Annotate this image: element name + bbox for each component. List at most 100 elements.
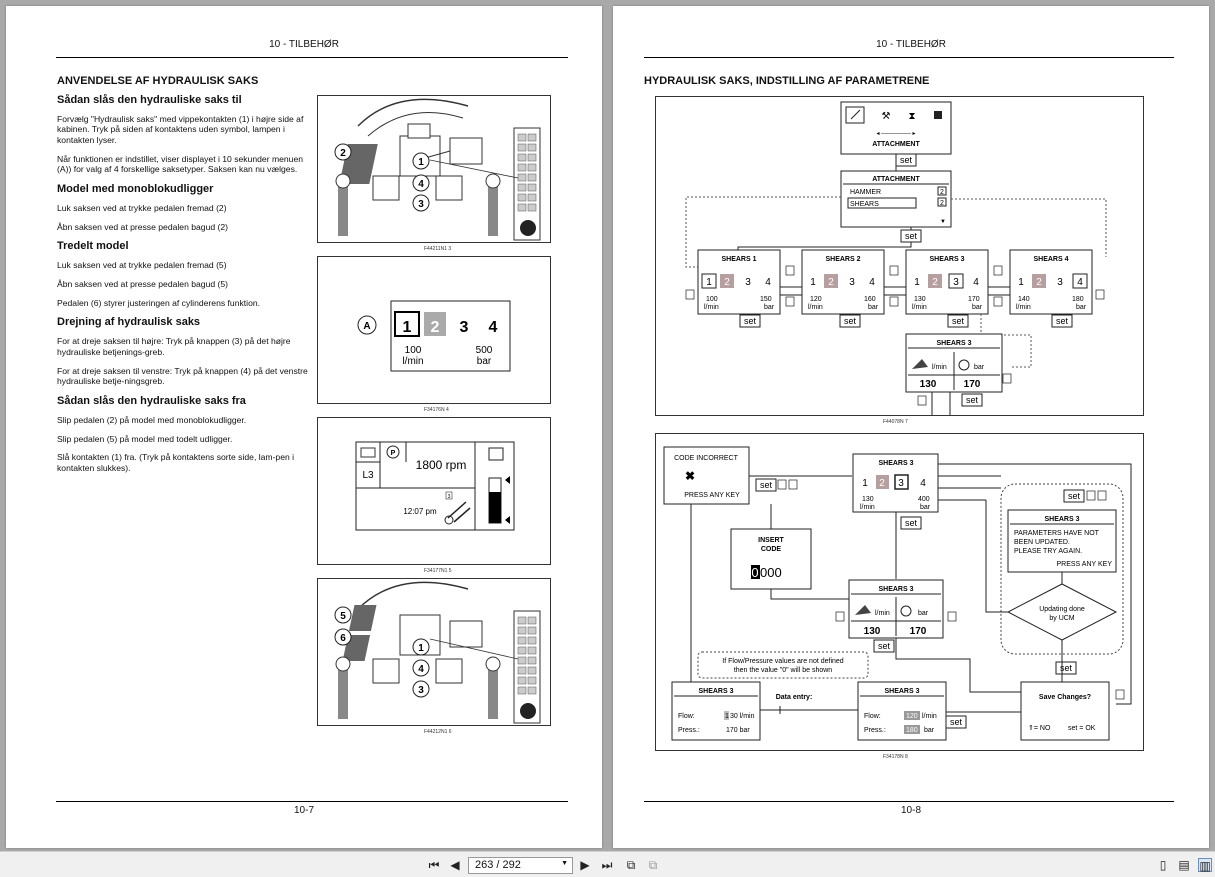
svg-text:100: 100 bbox=[706, 296, 718, 303]
svg-text:PLEASE TRY AGAIN.: PLEASE TRY AGAIN. bbox=[1014, 548, 1082, 555]
set-label: set bbox=[952, 316, 965, 326]
menu-item-hammer: HAMMER bbox=[850, 189, 881, 196]
paragraph: Åbn saksen ved at presse pedalen bagud (… bbox=[57, 278, 229, 289]
copy-icon[interactable]: ⧉ bbox=[648, 858, 658, 872]
svg-text:SHEARS 4: SHEARS 4 bbox=[1033, 256, 1068, 263]
rotate-icon[interactable]: ⧉ bbox=[626, 858, 636, 872]
svg-text:1: 1 bbox=[725, 713, 729, 720]
next-page-icon[interactable]: ▶ bbox=[580, 858, 590, 872]
shears-num-3: 3 bbox=[460, 319, 469, 336]
svg-text:170: 170 bbox=[968, 296, 980, 303]
svg-text:3: 3 bbox=[1057, 277, 1063, 288]
svg-text:400: 400 bbox=[918, 496, 930, 503]
header-rule bbox=[644, 57, 1174, 58]
svg-text:⧗: ⧗ bbox=[908, 111, 915, 122]
svg-text:1: 1 bbox=[1018, 277, 1024, 288]
figure-cab-controls-3piece: 5 6 1 4 3 bbox=[317, 578, 551, 726]
svg-text:l/min: l/min bbox=[912, 304, 927, 311]
set-label: set bbox=[1060, 663, 1073, 673]
page-indicator: 263 / 292 bbox=[475, 859, 521, 871]
svg-text:4: 4 bbox=[920, 478, 926, 489]
svg-text:PRESS ANY KEY: PRESS ANY KEY bbox=[1056, 561, 1112, 568]
svg-text:170 bar: 170 bar bbox=[726, 727, 750, 734]
prev-page-icon[interactable]: ◀ bbox=[450, 858, 460, 872]
svg-text:160: 160 bbox=[864, 296, 876, 303]
clock-time: 12:07 pm bbox=[403, 507, 437, 516]
svg-text:SHEARS 3: SHEARS 3 bbox=[698, 688, 733, 695]
figure-cab-controls: 1 2 3 4 bbox=[317, 95, 551, 243]
svg-text:SHEARS 3: SHEARS 3 bbox=[936, 340, 971, 347]
svg-text:bar: bar bbox=[918, 610, 929, 617]
paragraph: Slip pedalen (2) på model med monoblokud… bbox=[57, 414, 247, 425]
svg-text:set = OK: set = OK bbox=[1068, 725, 1096, 732]
shears-4-box: SHEARS 4 1 2 3 4 140 l/min 180 bar bbox=[1009, 249, 1093, 315]
chevron-down-icon[interactable]: ▼ bbox=[561, 860, 568, 867]
svg-text:150: 150 bbox=[760, 296, 772, 303]
set-label: set bbox=[1068, 491, 1081, 501]
svg-text:30 l/min: 30 l/min bbox=[730, 713, 755, 720]
svg-text:180: 180 bbox=[1072, 296, 1084, 303]
shears-3-box: SHEARS 3 1 2 3 4 130 l/min 170 bar bbox=[905, 249, 989, 315]
svg-text:SHEARS 1: SHEARS 1 bbox=[721, 256, 756, 263]
shears-num-2: 2 bbox=[431, 319, 440, 336]
section-heading: Tredelt model bbox=[57, 240, 129, 253]
figure-caption: F44212N1 6 bbox=[424, 729, 452, 735]
set-label: set bbox=[900, 155, 913, 165]
first-page-icon[interactable]: ⏮ bbox=[428, 858, 440, 872]
section-heading: Sådan slås den hydrauliske saks fra bbox=[57, 395, 246, 408]
svg-text:2: 2 bbox=[828, 277, 834, 288]
svg-text:l/min: l/min bbox=[704, 304, 719, 311]
paragraph: Slå kontakten (1) fra. (Tryk på kontakte… bbox=[57, 452, 295, 473]
paragraph: Slip pedalen (5) på model med todelt udl… bbox=[57, 433, 233, 444]
svg-text:3: 3 bbox=[953, 277, 959, 288]
paragraph: Pedalen (6) styrer justeringen af cylind… bbox=[57, 297, 261, 308]
svg-text:l/min: l/min bbox=[932, 364, 947, 371]
svg-text:l/min: l/min bbox=[875, 610, 890, 617]
svg-text:3: 3 bbox=[898, 478, 904, 489]
svg-text:130: 130 bbox=[864, 626, 881, 637]
shears-3-detail: SHEARS 3 l/min bar 130 170 bbox=[905, 333, 1003, 393]
press-any-key: PRESS ANY KEY bbox=[684, 492, 740, 499]
shears-num-4: 4 bbox=[489, 319, 498, 336]
single-page-view-icon[interactable]: ▯ bbox=[1159, 858, 1167, 872]
svg-text:l/min: l/min bbox=[922, 713, 937, 720]
callout-a: A bbox=[363, 321, 370, 332]
set-label: set bbox=[905, 231, 918, 241]
data-entry-box-1: SHEARS 3 Flow: 1 30 l/min Press.: 170 ba… bbox=[671, 681, 761, 741]
shears-3-top: SHEARS 3 1 2 3 4 130 l/min 400 bar bbox=[852, 453, 939, 513]
rpm-value: 1800 rpm bbox=[416, 458, 467, 472]
page-number-input[interactable]: 263 / 292 ▼ bbox=[468, 857, 573, 874]
svg-text:l/min: l/min bbox=[1016, 304, 1031, 311]
svg-text:BEEN UPDATED.: BEEN UPDATED. bbox=[1014, 539, 1070, 546]
two-page-view-icon[interactable]: ▥ bbox=[1198, 858, 1212, 873]
svg-text:⚒: ⚒ bbox=[882, 111, 891, 122]
set-label: set bbox=[744, 316, 757, 326]
last-page-icon[interactable]: ⏭ bbox=[601, 858, 613, 872]
figure-shears-display: A 1 2 3 4 100 l/min 500 bar bbox=[317, 256, 551, 404]
text-column: ANVENDELSE AF HYDRAULISK SAKS Sådan slås… bbox=[57, 75, 309, 482]
paragraph: For at dreje saksen til højre: Tryk på k… bbox=[57, 336, 291, 357]
shears-2-box: SHEARS 2 1 2 3 4 120 l/min 160 bar bbox=[801, 249, 885, 315]
callout-1: 1 bbox=[418, 643, 424, 654]
svg-text:3: 3 bbox=[745, 277, 751, 288]
svg-text:⇑= NO: ⇑= NO bbox=[1028, 724, 1051, 732]
menu-num: 2 bbox=[940, 200, 944, 207]
code-incorrect: CODE INCORRECT bbox=[674, 455, 739, 462]
svg-text:130: 130 bbox=[862, 496, 874, 503]
svg-text:3: 3 bbox=[849, 277, 855, 288]
section-title: HYDRAULISK SAKS, INDSTILLING AF PARAMETR… bbox=[644, 75, 930, 87]
svg-text:▼: ▼ bbox=[940, 219, 946, 225]
pressure-value: 500 bbox=[476, 345, 493, 356]
continuous-view-icon[interactable]: ▤ bbox=[1178, 858, 1190, 872]
footer-rule bbox=[644, 801, 1174, 802]
data-entry-box-2: SHEARS 3 Flow: 120 l/min Press.: 180 bar bbox=[857, 681, 947, 741]
menu-item-shears: SHEARS bbox=[850, 201, 879, 208]
callout-4: 4 bbox=[418, 664, 424, 675]
section-heading: Model med monoblokudligger bbox=[57, 183, 214, 196]
paragraph: For at dreje saksen til venstre: Tryk på… bbox=[57, 365, 308, 387]
updating-done: Updating done bbox=[1039, 606, 1085, 613]
document-viewer: 10 - TILBEHØR ANVENDELSE AF HYDRAULISK S… bbox=[6, 6, 1209, 848]
svg-text:130: 130 bbox=[914, 296, 926, 303]
set-label: set bbox=[878, 641, 891, 651]
callout-5: 5 bbox=[340, 611, 346, 622]
